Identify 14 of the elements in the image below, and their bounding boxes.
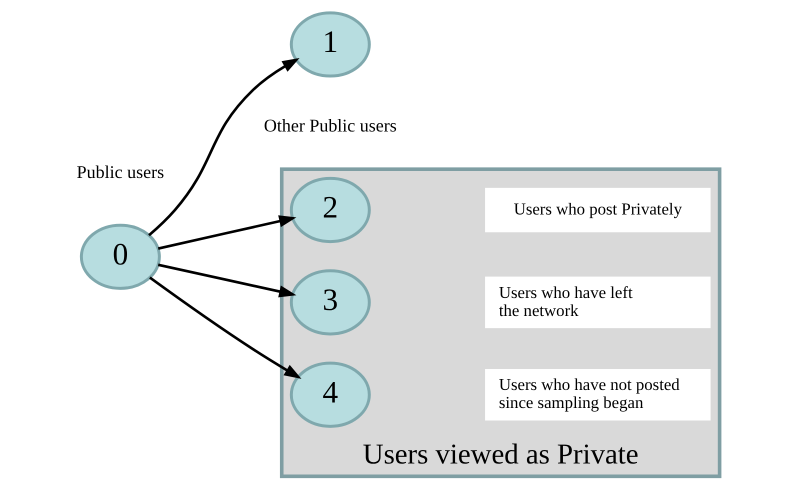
node-label: Public users	[76, 162, 164, 182]
node-ellipse: 4	[289, 362, 370, 428]
arrow	[148, 58, 300, 236]
arrow	[148, 276, 301, 379]
arrow	[157, 264, 296, 298]
node-ellipse: 1	[289, 11, 370, 78]
node-box: Users who have not posted since sampling began	[484, 368, 710, 421]
arrow	[157, 215, 296, 250]
node-label: Other Public users	[263, 115, 396, 136]
node-ellipse: 0	[79, 224, 160, 290]
node-ellipse: 2	[289, 176, 370, 244]
node-box: Users who post Privately	[484, 188, 710, 232]
node-box: Users who have left the network	[484, 276, 710, 328]
node-ellipse: 3	[289, 269, 370, 336]
